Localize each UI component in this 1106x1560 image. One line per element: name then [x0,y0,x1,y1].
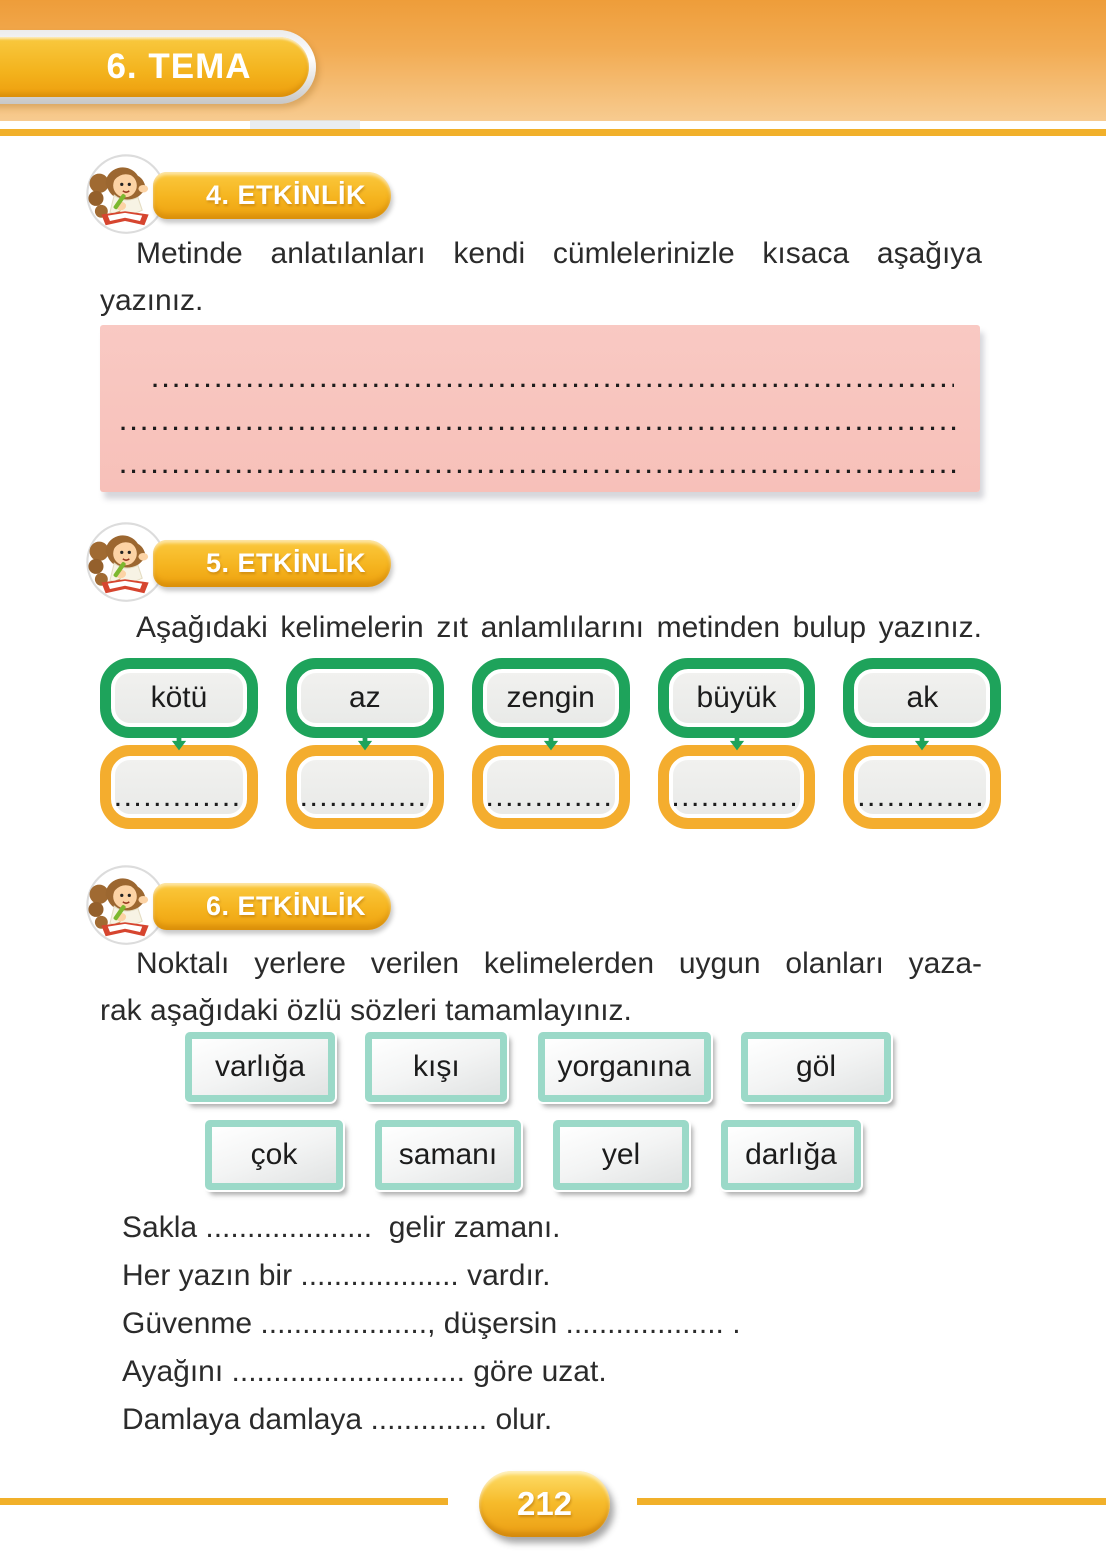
answer-blank-line: ........................................… [120,453,961,478]
down-arrow-icon [543,735,558,751]
page-header: 6. TEMA [0,0,1106,121]
word-bank-chip: çok [205,1120,343,1190]
tema-label: 6. TEMA [106,47,252,86]
page-number-plate: 212 [479,1471,610,1537]
opposite-pair-column: ak ............. [843,658,1002,829]
word-card-label: büyük [672,673,801,723]
answer-blank-line: ........................................… [120,410,961,435]
instruction-line: Aşağıdaki kelimelerin zıt anlamlılarını … [136,611,982,644]
header-gold-rule [0,129,1106,136]
down-arrow-icon [357,735,372,751]
word-card: kötü [100,658,258,738]
instruction-line: Noktalı yerlere verilen kelimelerden uyg… [136,947,982,980]
proverb-line: Damlaya damlaya .............. olur. [122,1403,553,1436]
word-bank-chip: yel [553,1120,689,1190]
activity-5-instruction: Aşağıdaki kelimelerin zıt anlamlılarını … [100,604,982,651]
answer-card-dots: ............. [672,760,801,814]
word-bank-chip: samanı [375,1120,521,1190]
word-bank-row-2: çok samanı yel darlığa [205,1120,861,1190]
activity-6-badge-label: 6. ETKİNLİK [205,891,366,921]
instruction-line: yazınız. [100,284,204,317]
girl-writing-icon [86,865,166,945]
proverb-line: Sakla .................... gelir zamanı. [122,1211,561,1244]
activity-5-badge: 5. ETKİNLİK [153,540,391,587]
girl-writing-icon [86,522,166,602]
girl-writing-icon [86,154,166,234]
activity-4-badge-label: 4. ETKİNLİK [205,180,366,210]
proverb-line: Ayağını ............................ gör… [122,1355,607,1388]
down-arrow-icon [915,735,930,751]
answer-card-dots: ............. [858,760,987,814]
word-card: ak [843,658,1002,738]
answer-card: ............. [657,745,816,829]
word-bank-chip: darlığa [721,1120,861,1190]
word-card-label: ak [858,673,987,723]
footer-rule-right [637,1498,1106,1505]
word-card: zengin [471,658,630,738]
answer-card-dots: ............. [115,760,243,814]
answer-card-dots: ............. [486,760,615,814]
answer-box: ........................................… [100,325,980,492]
word-card-label: zengin [486,673,615,723]
opposite-pair-column: büyük ............. [657,658,816,829]
tema-banner-pill: 6. TEMA [0,37,309,97]
instruction-line: Metinde anlatılanları kendi cümleleriniz… [136,237,982,270]
word-bank-chip: varlığa [185,1032,335,1102]
word-card: büyük [657,658,816,738]
activity-6-badge: 6. ETKİNLİK [153,883,391,930]
word-bank-chip: kışı [365,1032,508,1102]
word-bank-chip: göl [740,1032,891,1102]
down-arrow-icon [729,735,744,751]
activity-4-badge: 4. ETKİNLİK [153,172,391,219]
answer-card: ............. [843,745,1002,829]
word-card-label: kötü [115,673,243,723]
answer-card-dots: ............. [300,760,429,814]
word-card-label: az [300,673,429,723]
opposites-matching: kötü ............. az ............. zeng… [100,658,1002,829]
activity-6-instruction: Noktalı yerlere verilen kelimelerden uyg… [100,940,982,1034]
proverb-sentences: Sakla .................... gelir zamanı.… [122,1204,1022,1444]
page-number: 212 [516,1485,573,1522]
word-bank-chip: yorganına [537,1032,711,1102]
answer-blank-line: ........................................… [152,367,954,392]
tema-banner: 6. TEMA [0,30,316,104]
word-bank-row-1: varlığa kışı yorganına göl [185,1032,891,1102]
opposite-pair-column: zengin ............. [471,658,630,829]
activity-4-instruction: Metinde anlatılanları kendi cümleleriniz… [100,230,982,324]
header-stripe-shadow [250,120,360,129]
down-arrow-icon [171,735,187,751]
word-card: az [285,658,444,738]
answer-card: ............. [471,745,630,829]
activity-5-badge-label: 5. ETKİNLİK [205,548,366,578]
answer-card: ............. [100,745,258,829]
proverb-line: Her yazın bir ................... vardır… [122,1259,551,1292]
opposite-pair-column: az ............. [285,658,444,829]
proverb-line: Güvenme ...................., düşersin .… [122,1307,741,1340]
footer-rule-left [0,1498,448,1505]
opposite-pair-column: kötü ............. [100,658,258,829]
instruction-line: rak aşağıdaki özlü sözleri tamamlayınız. [100,994,632,1027]
answer-card: ............. [285,745,444,829]
